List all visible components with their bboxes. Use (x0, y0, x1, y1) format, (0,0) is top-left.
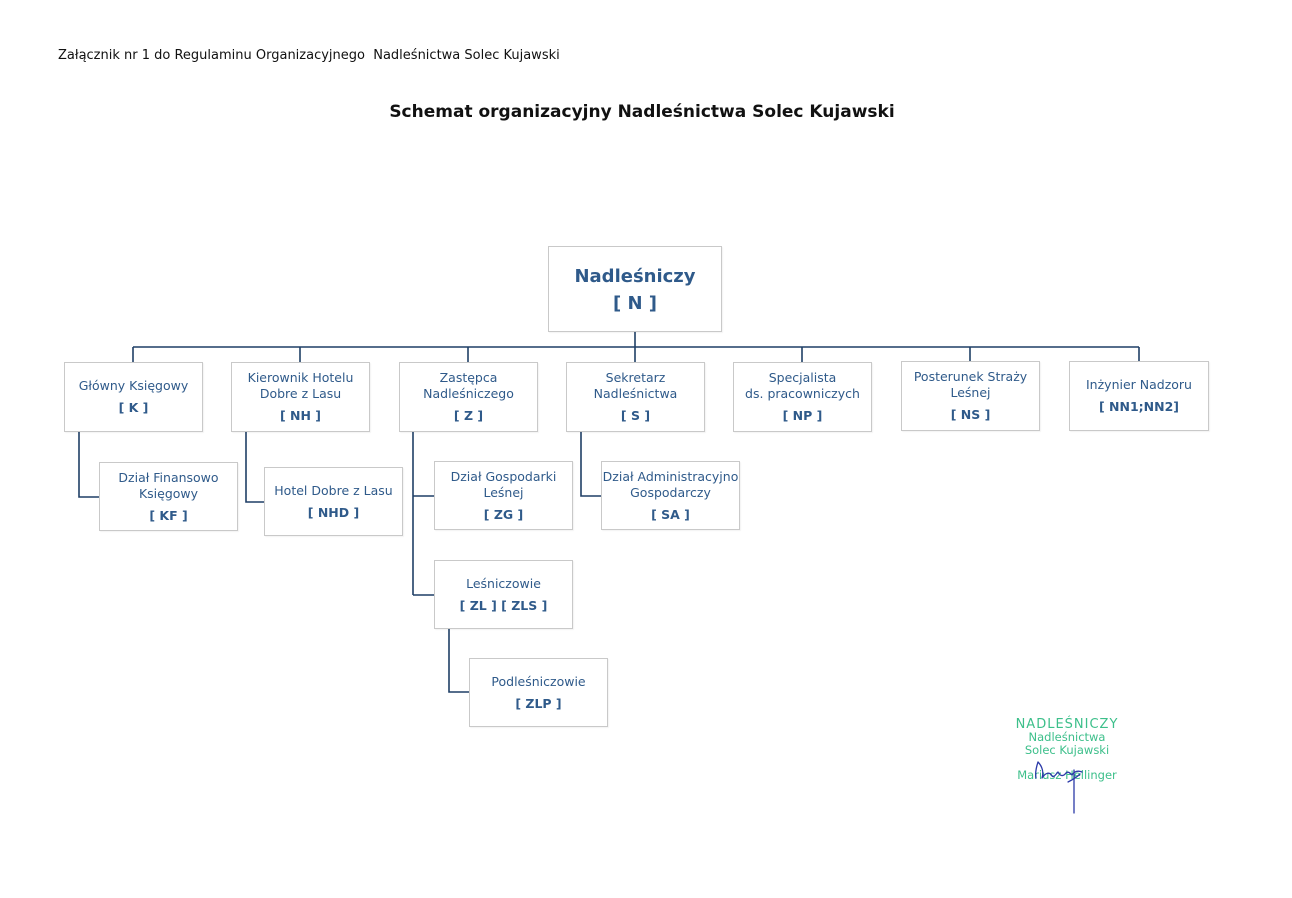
connector-zlp (448, 629, 469, 693)
stamp-title: NADLEŚNICZY (1015, 717, 1119, 732)
org-node-glowny-ksiegowy: Główny Księgowy [ K ] (64, 362, 203, 432)
org-node-sekretarz: Sekretarz Nadleśnictwa [ S ] (566, 362, 705, 432)
org-node-dzial-administracyjno: Dział Administracyjno Gospodarczy [ SA ] (601, 461, 740, 530)
page-title: Schemat organizacyjny Nadleśnictwa Solec… (389, 102, 895, 122)
attachment-note: Załącznik nr 1 do Regulaminu Organizacyj… (58, 48, 560, 63)
org-node-dzial-gospodarki: Dział Gospodarki Leśnej [ ZG ] (434, 461, 573, 530)
org-node-dzial-finansowo: Dział Finansowo Księgowy [ KF ] (99, 462, 238, 531)
org-node-posterunek: Posterunek Straży Leśnej [ NS ] (901, 361, 1040, 431)
org-node-nadlesniczy: Nadleśniczy [ N ] (548, 246, 722, 332)
stamp-line-1: Nadleśnictwa (1028, 730, 1106, 744)
handwritten-signature (1034, 761, 1083, 814)
org-node-lesniczowie: Leśniczowie [ ZL ] [ ZLS ] (434, 560, 573, 629)
org-node-specjalista: Specjalista ds. pracowniczych [ NP ] (733, 362, 872, 432)
connector-nhd (245, 431, 264, 503)
org-node-inzynier: Inżynier Nadzoru [ NN1;NN2] (1069, 361, 1209, 431)
org-node-kierownik-hotelu: Kierownik Hotelu Dobre z Lasu [ NH ] (231, 362, 370, 432)
org-node-zastepca: Zastępca Nadleśniczego [ Z ] (399, 362, 538, 432)
connector-sa (580, 431, 601, 497)
connector-kf (78, 431, 99, 498)
org-node-podlesniczowie: Podleśniczowie [ ZLP ] (469, 658, 608, 727)
stamp-line-2: Solec Kujawski (1024, 743, 1110, 757)
org-node-hotel: Hotel Dobre z Lasu [ NHD ] (264, 467, 403, 536)
